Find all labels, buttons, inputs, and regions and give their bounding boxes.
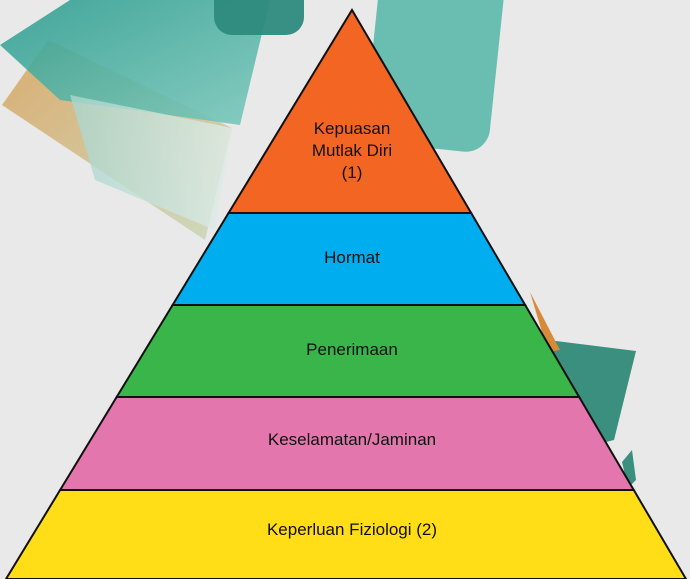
pyramid-level-5-line-1: Keperluan Fiziologi (2) [267,520,437,539]
bg-shape-dark-pill [214,0,304,35]
pyramid-level-2-line-1: Hormat [324,248,380,267]
background-decoration [0,0,636,488]
bg-shape-light-left [70,95,232,230]
bg-shape-teal-left [0,0,270,125]
pyramid-level-5 [4,489,688,579]
bg-shape-teal-right [548,340,636,445]
pyramid-level-1-line-1: Kepuasan [314,119,391,138]
pyramid-level-2-label: Hormat [324,248,380,267]
bg-shape-orange-sliver [530,292,560,352]
pyramid-level-3-line-1: Penerimaan [306,340,398,359]
pyramid-level-1-line-2: Mutlak Diri [312,141,392,160]
pyramid-level-4-line-1: Keselamatan/Jaminan [268,430,436,449]
pyramid-level-3-label: Penerimaan [306,340,398,359]
pyramid-level-5-label: Keperluan Fiziologi (2) [267,520,437,539]
bg-shape-teal-small [622,450,636,488]
pyramid-level-1-line-3: (1) [342,163,363,182]
pyramid-level-4-label: Keselamatan/Jaminan [268,430,436,449]
